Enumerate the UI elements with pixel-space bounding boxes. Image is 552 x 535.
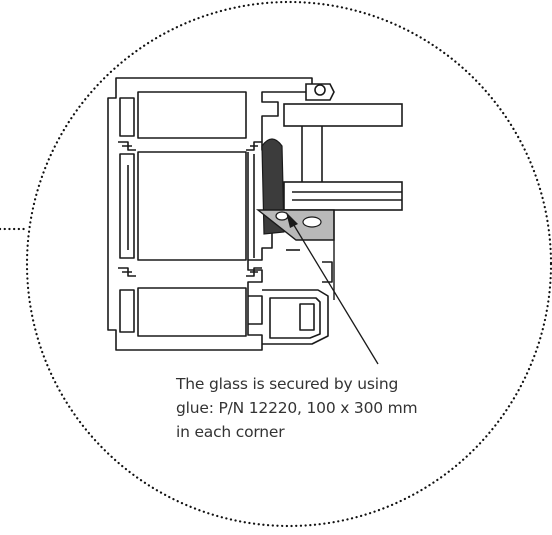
annotation-line: glue: P/N 12220, 100 x 300 mm — [176, 399, 418, 417]
aluminium-frame-profile — [107, 77, 333, 351]
hinge-cap — [305, 83, 335, 101]
glazing-unit — [283, 103, 403, 211]
annotation-line: The glass is secured by using — [176, 375, 399, 393]
annotation-line: in each corner — [176, 423, 285, 441]
glue-annotation-text: The glass is secured by using glue: P/N … — [176, 372, 476, 444]
detail-callout-circle — [25, 0, 552, 528]
annotation-leader-arrow — [286, 212, 379, 365]
